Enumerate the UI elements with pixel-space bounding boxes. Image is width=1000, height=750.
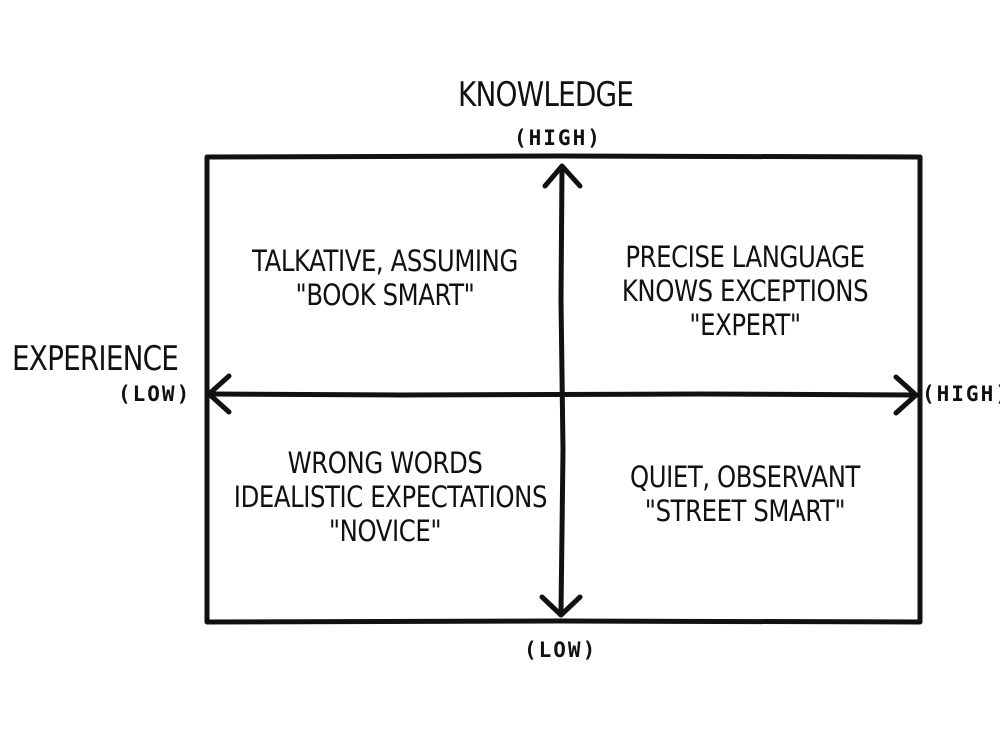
quadrant-top-left: TALKATIVE, ASSUMING "BOOK SMART" xyxy=(205,244,565,312)
vertical-axis-title: KNOWLEDGE xyxy=(458,75,634,115)
quadrant-bottom-right-line: "STREET SMART" xyxy=(644,494,846,528)
vertical-axis-arrow-down xyxy=(539,594,583,618)
horizontal-axis-high-label: (HIGH) xyxy=(922,382,1000,406)
quadrant-top-left-line: TALKATIVE, ASSUMING xyxy=(252,244,518,278)
quadrant-top-right-line: PRECISE LANGUAGE xyxy=(625,240,865,274)
horizontal-axis-title: EXPERIENCE xyxy=(12,339,179,379)
quadrant-bottom-left-line: IDEALISTIC EXPECTATIONS xyxy=(233,480,548,514)
quadrant-top-right: PRECISE LANGUAGE KNOWS EXCEPTIONS "EXPER… xyxy=(565,240,925,342)
quadrant-top-right-line: "EXPERT" xyxy=(689,308,801,342)
vertical-axis-low-label: (LOW) xyxy=(524,638,598,662)
quadrant-bottom-right-line: QUIET, OBSERVANT xyxy=(629,460,861,494)
outer-frame xyxy=(204,153,923,625)
quadrant-bottom-left: WRONG WORDS IDEALISTIC EXPECTATIONS "NOV… xyxy=(205,446,565,548)
quadrant-top-right-line: KNOWS EXCEPTIONS xyxy=(621,274,869,308)
vertical-axis-arrow-up xyxy=(542,163,583,189)
quadrant-top-left-line: "BOOK SMART" xyxy=(295,278,475,312)
horizontal-axis-arrow-right xyxy=(893,374,919,416)
horizontal-axis-low-label: (LOW) xyxy=(118,382,192,406)
horizontal-axis-line xyxy=(207,391,917,398)
quadrant-bottom-left-line: "NOVICE" xyxy=(328,514,442,548)
vertical-axis-line xyxy=(558,165,566,615)
quadrant-bottom-left-line: WRONG WORDS xyxy=(287,446,483,480)
quadrant-bottom-right: QUIET, OBSERVANT "STREET SMART" xyxy=(565,460,925,528)
horizontal-axis-arrow-left xyxy=(206,373,232,415)
vertical-axis-high-label: (HIGH) xyxy=(514,126,602,150)
